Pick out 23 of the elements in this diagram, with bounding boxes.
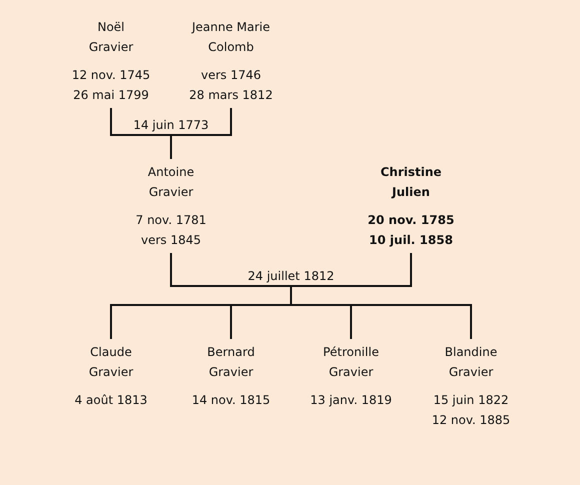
descent-line [290, 253, 472, 339]
date-text: vers 1746 [200, 67, 262, 84]
date-text: 26 mai 1799 [73, 87, 149, 104]
date-text: 12 nov. 1745 [72, 67, 150, 84]
person-name: Claude Gravier [88, 344, 134, 381]
person-name: Bernard Gravier [206, 344, 256, 381]
person-name: Pétronille Gravier [322, 344, 380, 381]
date-text: vers 1845 [140, 232, 202, 249]
person-name: Antoine Gravier [146, 164, 196, 201]
person-name: Christine Julien [379, 164, 443, 201]
descent-line [170, 108, 232, 159]
date-text: 12 nov. 1885 [432, 412, 510, 429]
date-text: 14 nov. 1815 [192, 392, 270, 409]
date-text: 7 nov. 1781 [136, 212, 206, 229]
date-text: 15 juin 1822 [433, 392, 509, 409]
person-name: Noël Gravier [88, 19, 134, 56]
person-name: Jeanne Marie Colomb [190, 19, 272, 56]
date-text: 13 janv. 1819 [310, 392, 392, 409]
date-text: 20 nov. 1785 [368, 212, 454, 229]
person-name: Blandine Gravier [444, 344, 498, 381]
date-text: 28 mars 1812 [189, 87, 273, 104]
date-text: 4 août 1813 [74, 392, 148, 409]
date-text: 10 juil. 1858 [369, 232, 453, 249]
